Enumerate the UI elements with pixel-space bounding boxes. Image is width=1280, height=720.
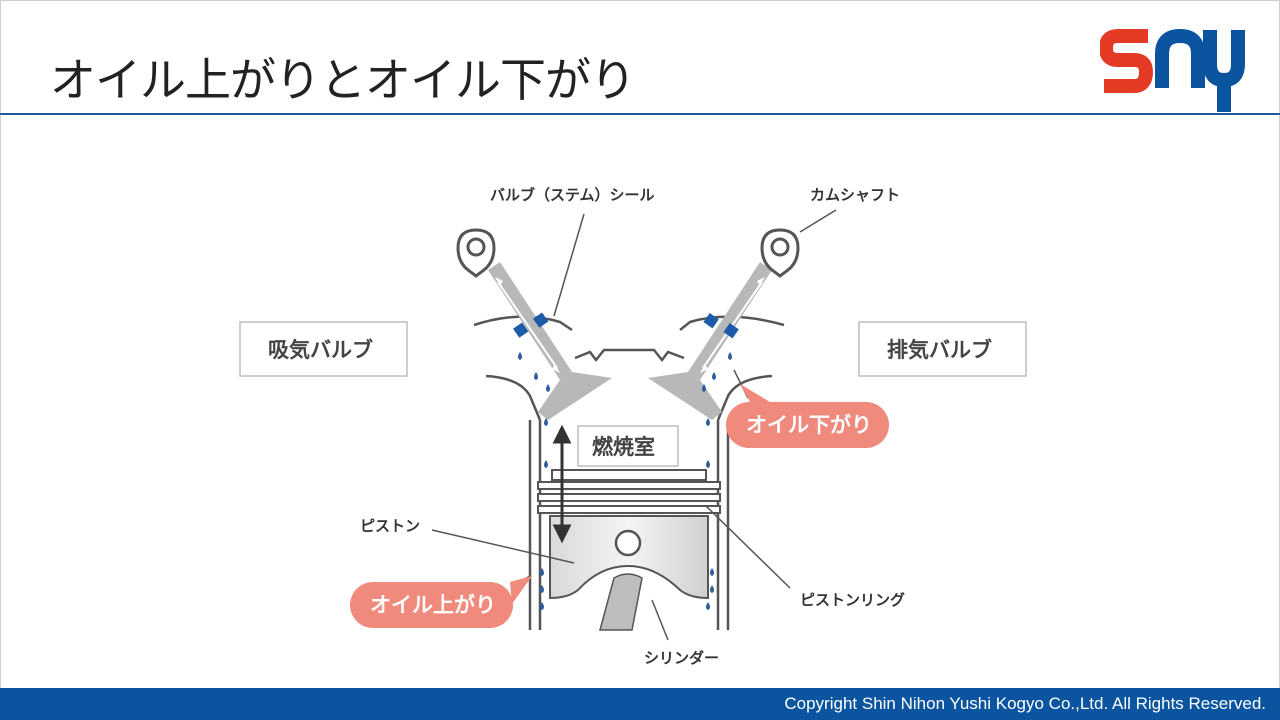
copyright-text: Copyright Shin Nihon Yushi Kogyo Co.,Ltd… (784, 694, 1266, 713)
page-title: オイル上がりとオイル下がり (50, 53, 636, 107)
combustion-chamber-label: 燃焼室 (592, 435, 655, 459)
engine-diagram: バルブ（ステム）シール カムシャフト ピストン ピストンリング シリンダー 吸気… (239, 186, 1027, 667)
company-logo (1100, 28, 1245, 112)
leader-lines (431, 209, 837, 641)
piston-label: ピストン (360, 517, 420, 535)
piston (537, 469, 721, 631)
exhaust-cam-lobe (760, 228, 800, 278)
oil-up-label: オイル上がり (370, 593, 496, 617)
exhaust-valve-box: 排気バルブ (858, 321, 1027, 377)
piston-stroke-arrow (552, 424, 572, 544)
oil-down-callout: オイル下がり (726, 384, 889, 448)
piston-ring-label: ピストンリング (800, 591, 905, 609)
valve-seal-label: バルブ（ステム）シール (490, 186, 655, 204)
intake-valve-box: 吸気バルブ (239, 321, 408, 377)
combustion-chamber-box: 燃焼室 (577, 425, 679, 467)
oil-down-label: オイル下がり (746, 413, 872, 437)
camshaft-label: カムシャフト (810, 186, 900, 204)
cylinder-label: シリンダー (644, 649, 719, 667)
title-divider (0, 113, 1280, 115)
oil-up-callout: オイル上がり (350, 576, 532, 628)
footer-bar: Copyright Shin Nihon Yushi Kogyo Co.,Ltd… (0, 688, 1280, 720)
intake-valve-label: 吸気バルブ (268, 338, 373, 362)
oil-drops (518, 352, 732, 610)
logo-y (1203, 30, 1245, 112)
exhaust-valve-label: 排気バルブ (887, 338, 992, 362)
logo-s (1100, 29, 1154, 93)
exhaust-valve-stem (648, 262, 772, 420)
logo-n (1155, 28, 1205, 88)
intake-valve-stem (488, 262, 612, 420)
intake-cam-lobe (456, 228, 496, 278)
